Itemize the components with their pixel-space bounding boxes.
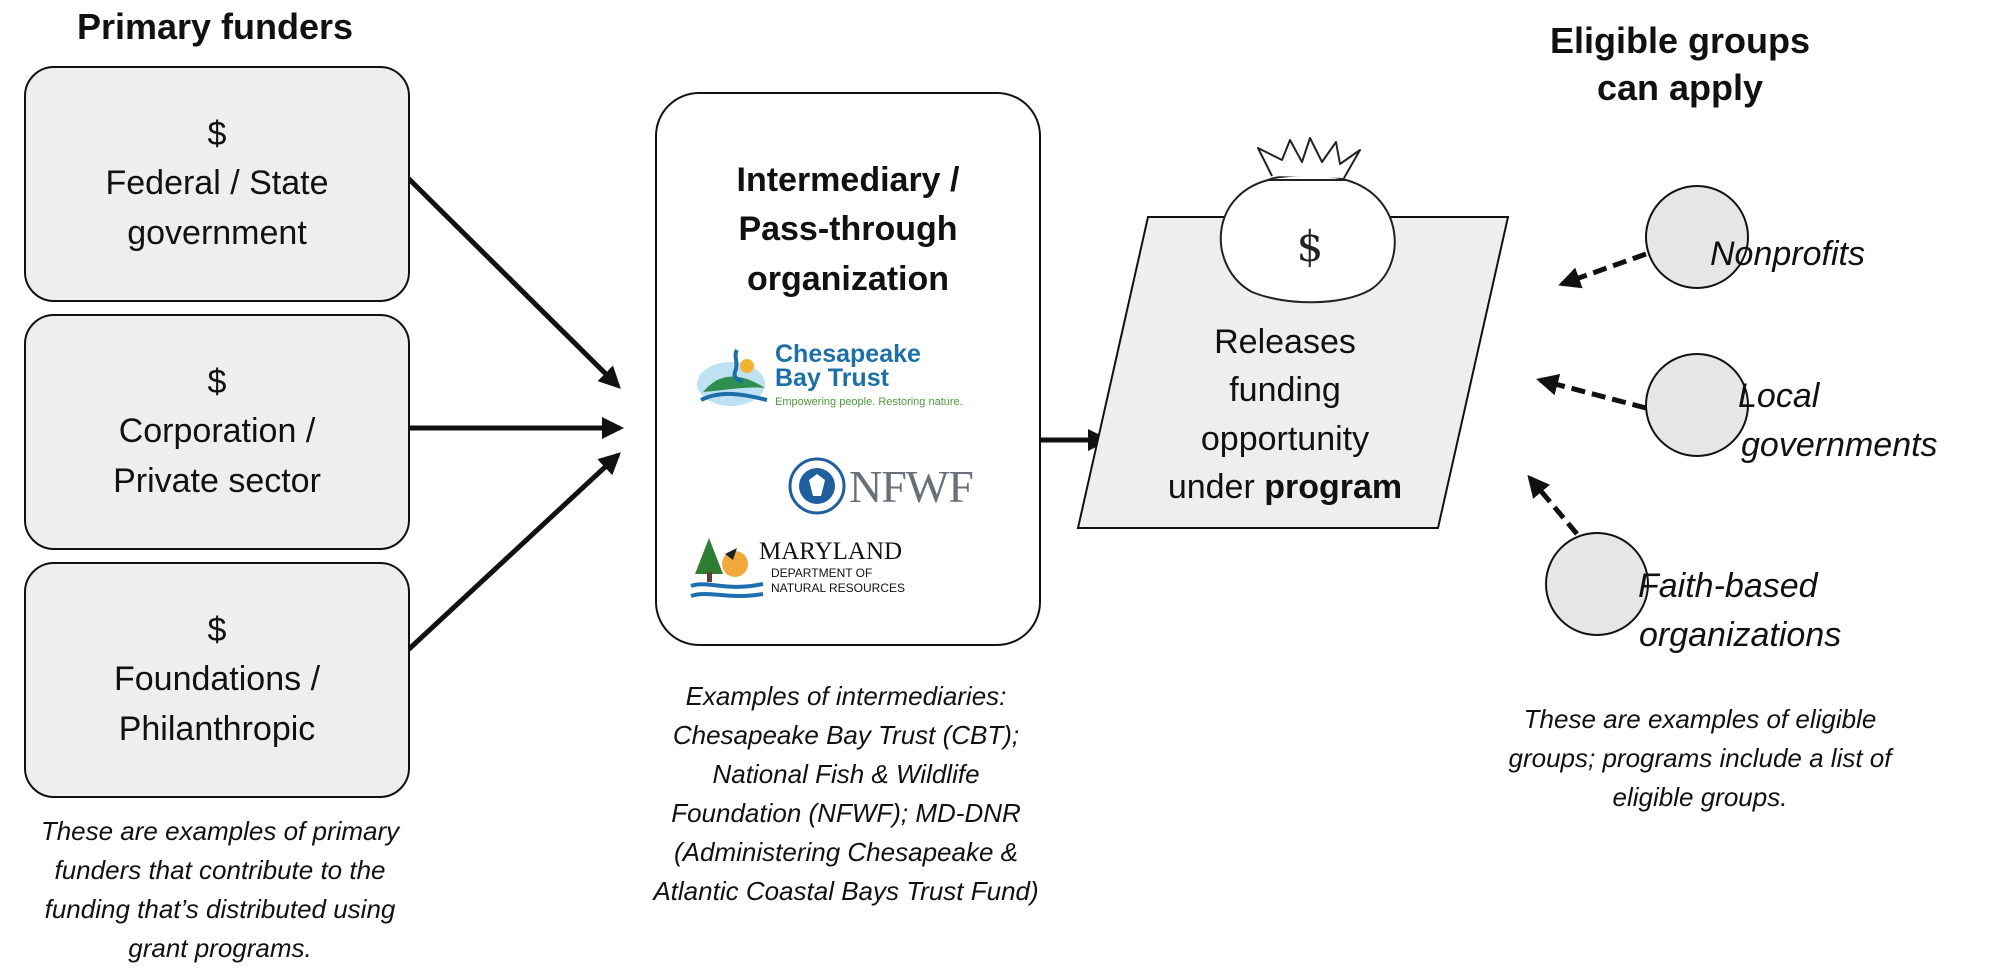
eligible-groups-heading: Eligible groups can apply: [1500, 18, 1860, 112]
release-under: under: [1167, 467, 1265, 506]
dashed-arrow-nonprofits: [1558, 251, 1647, 289]
circle-local-governments: [1645, 353, 1749, 457]
funder-box-foundations: $ Foundations / Philanthropic: [24, 562, 410, 798]
funder-label-line1: Corporation /: [118, 412, 316, 451]
funder-label-line2: Philanthropic: [118, 709, 316, 748]
maryland-dnr-logo: MARYLAND DEPARTMENT OF NATURAL RESOURCES: [687, 534, 987, 604]
release-line: under program: [1155, 463, 1415, 511]
intermediary-title-line: Intermediary /: [736, 161, 960, 199]
label-nonprofits: Nonprofits: [1710, 230, 1865, 279]
intermediary-title-line: organization: [746, 259, 950, 298]
group-label-line: Nonprofits: [1710, 235, 1865, 273]
caption-line: National Fish & Wildlife: [712, 759, 980, 789]
release-line: Releases: [1214, 323, 1356, 361]
caption-line: funding that’s distributed using: [44, 894, 396, 924]
cbt-name-line1: Chesapeake: [775, 340, 921, 368]
chesapeake-bay-trust-logo: Chesapeake Bay Trust Empowering people. …: [693, 342, 993, 412]
money-bag-dollar: $: [1296, 222, 1324, 271]
nfwf-badge-icon: [788, 457, 846, 515]
dollar-symbol: $: [207, 611, 227, 650]
heron-icon: [697, 348, 768, 406]
caption-line: These are examples of primary: [40, 816, 400, 846]
heading-line: can apply: [1596, 66, 1764, 108]
release-funding-text: Releases funding opportunity under progr…: [1155, 318, 1415, 511]
maryland-tree-icon: [690, 538, 764, 598]
eligible-groups-caption: These are examples of eligible groups; p…: [1470, 700, 1930, 817]
primary-funders-caption: These are examples of primary funders th…: [0, 812, 440, 968]
md-dept-line1: DEPARTMENT OF: [771, 566, 873, 580]
funder-box-federal-state: $ Federal / State government: [24, 66, 410, 302]
caption-line: Examples of intermediaries:: [685, 681, 1007, 711]
release-line: opportunity: [1200, 419, 1370, 458]
cbt-name-line2: Bay Trust: [775, 364, 889, 392]
md-name: MARYLAND: [759, 538, 903, 565]
caption-line: Atlantic Coastal Bays Trust Fund): [653, 876, 1039, 906]
intermediary-title-line: Pass-through: [738, 210, 958, 249]
heading-line: Eligible groups: [1549, 20, 1810, 61]
caption-line: Chesapeake Bay Trust (CBT);: [672, 720, 1020, 750]
primary-funders-heading: Primary funders: [76, 6, 354, 47]
label-local-governments: Local governments: [1737, 372, 1938, 471]
caption-line: funders that contribute to the: [54, 855, 386, 885]
group-label-line: organizations: [1639, 616, 1842, 655]
intermediary-box: Intermediary / Pass-through organization…: [655, 92, 1041, 646]
funder-label-line1: Foundations /: [113, 660, 321, 699]
group-label-line: Faith-based: [1638, 567, 1818, 605]
circle-faith-based: [1545, 532, 1649, 636]
label-faith-based: Faith-based organizations: [1636, 562, 1841, 661]
circle-nonprofits: [1645, 185, 1749, 289]
intermediaries-caption: Examples of intermediaries: Chesapeake B…: [606, 677, 1086, 911]
funder-label-line2: government: [127, 213, 307, 252]
dashed-arrow-faith-based: [1527, 474, 1579, 536]
caption-line: eligible groups.: [1612, 782, 1788, 812]
caption-line: Foundation (NFWF); MD-DNR: [671, 798, 1021, 828]
dashed-arrow-local-governments: [1536, 373, 1647, 411]
arrow-foundations-to-intermediary: [406, 452, 621, 652]
funder-label-line2: Private sector: [113, 461, 321, 500]
md-dept-line2: NATURAL RESOURCES: [771, 581, 906, 595]
funder-label-line1: Federal / State: [105, 164, 329, 203]
nfwf-text: NFWF: [849, 461, 974, 512]
dollar-symbol: $: [207, 363, 227, 402]
caption-line: (Administering Chesapeake &: [674, 837, 1018, 867]
arrow-federal-to-intermediary: [406, 176, 621, 389]
nfwf-logo: NFWF: [787, 452, 1007, 522]
caption-line: groups; programs include a list of: [1508, 743, 1892, 773]
group-label-line: governments: [1741, 426, 1938, 465]
money-bag-icon: [1219, 137, 1396, 304]
caption-line: grant programs.: [128, 933, 312, 963]
group-label-line: Local: [1738, 377, 1820, 415]
release-line: funding: [1229, 371, 1341, 410]
dollar-symbol: $: [207, 115, 227, 154]
funder-box-corporation: $ Corporation / Private sector: [24, 314, 410, 550]
cbt-tagline: Empowering people. Restoring nature.: [775, 396, 963, 408]
release-program-bold: program: [1264, 467, 1403, 506]
intermediary-title: Intermediary / Pass-through organization: [657, 156, 1039, 304]
caption-line: These are examples of eligible: [1523, 704, 1877, 734]
